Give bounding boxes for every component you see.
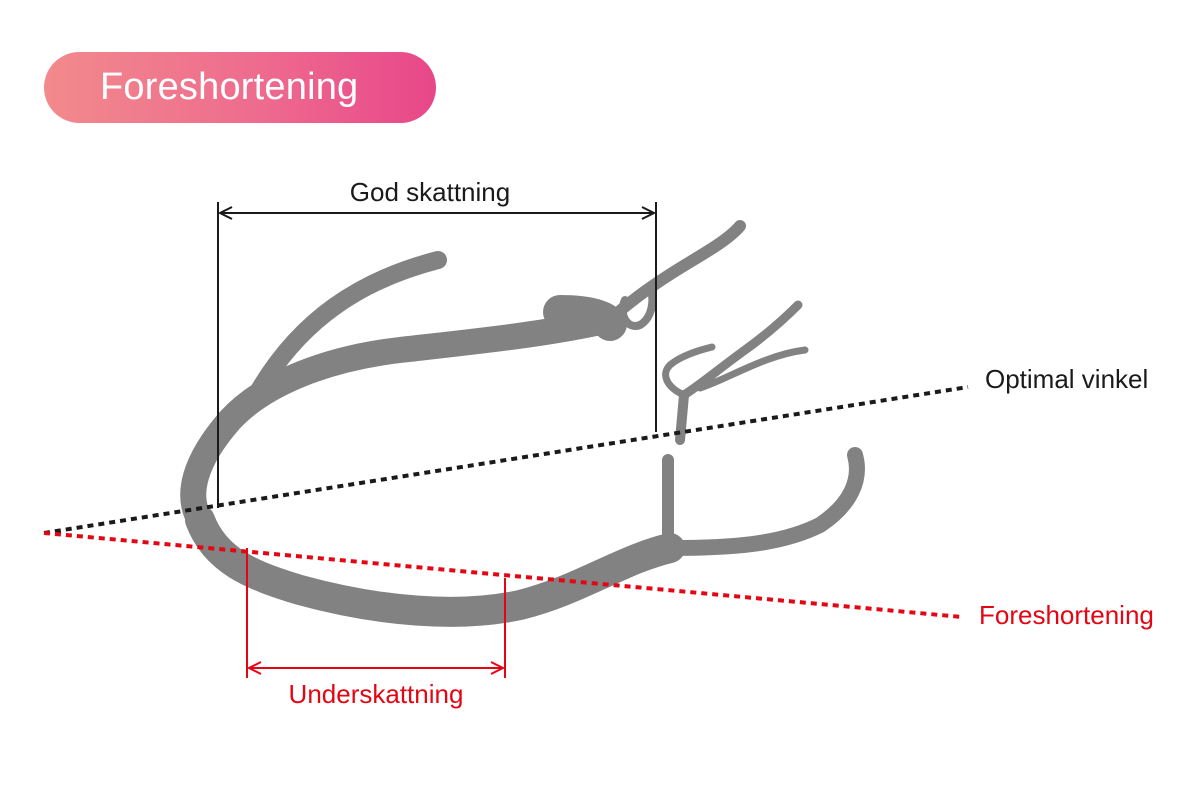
vessel-vertical-upper [675,390,689,445]
vessel-top-branch [249,251,447,401]
foreshortening-label: Foreshortening [979,600,1154,630]
vessel-right-fork-loop [662,343,716,399]
vessel-top-curl-loop [618,284,657,330]
underestimate-label: Underskattning [289,679,464,709]
good-estimate-arrow-right [641,206,657,220]
underestimate-marker [246,548,506,678]
good-estimate-marker [217,202,657,508]
vessel-right-fork [679,300,803,400]
vessel-tree [180,220,865,627]
good-estimate-arrow-left [217,206,233,220]
optimal-angle-label: Optimal vinkel [985,364,1148,394]
vessel-right-fork-2 [696,346,809,392]
vessel-lower-loop [185,505,685,627]
vessel-top-curl [602,220,746,328]
title-text: Foreshortening [100,66,359,108]
underestimate-arrow-left [246,661,262,675]
underestimate-arrow-right [490,661,506,675]
title-badge: Foreshortening [44,52,436,123]
vessel-upper-branch [180,309,613,533]
vessel-right-lower-branch [662,447,865,556]
good-estimate-label: God skattning [350,177,510,207]
optimal-angle-line [43,385,969,535]
